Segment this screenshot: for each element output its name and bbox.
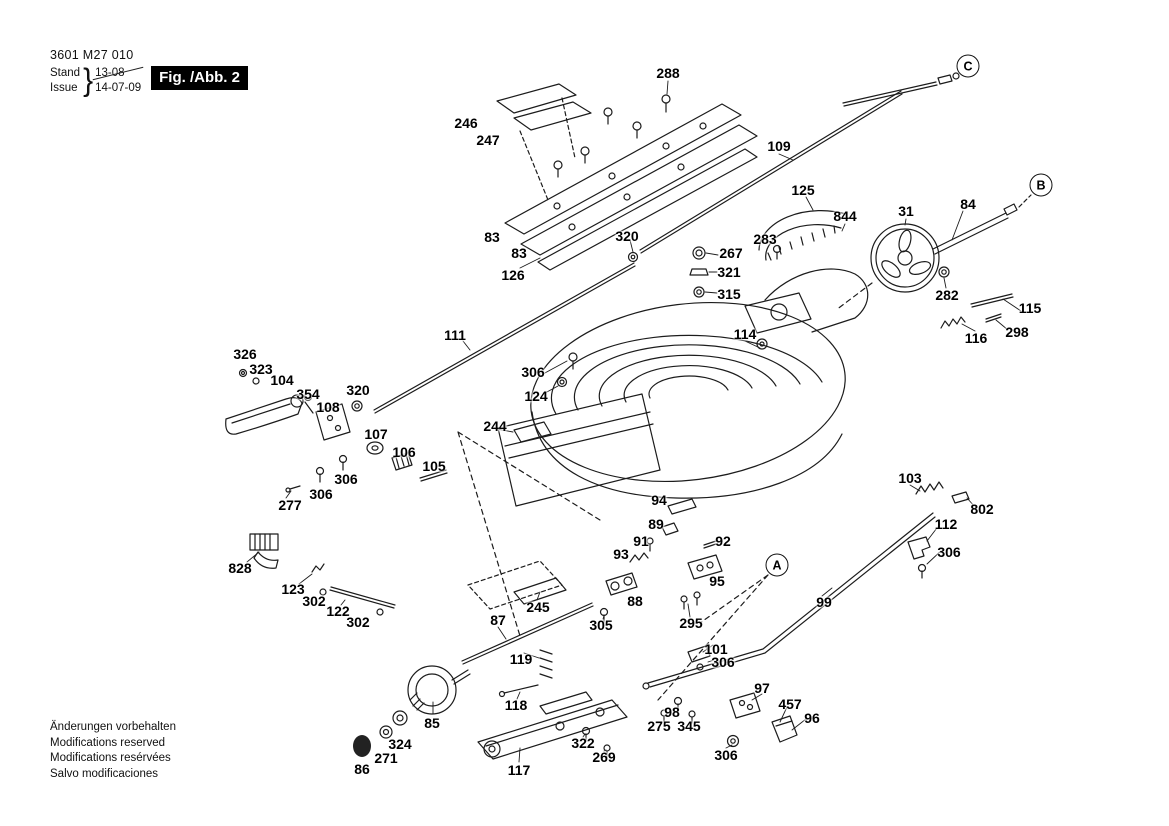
note-es: Salvo modificaciones xyxy=(50,767,159,780)
figure-label: Fig. /Abb. 2 xyxy=(151,66,248,90)
issue-value: 14-07-09 xyxy=(95,82,142,94)
issue-label: Issue xyxy=(50,82,78,94)
part-number: 3601 M27 010 xyxy=(50,48,134,62)
title-block: 3601 M27 010 Stand Issue } 13-08 14-07-0… xyxy=(50,48,248,96)
stand-label: Stand xyxy=(50,67,81,79)
note-fr: Modifications resérvées xyxy=(50,752,171,764)
note-en: Modifications reserved xyxy=(50,736,166,749)
stand-value: 13-08 xyxy=(95,66,141,81)
revision-values: 13-08 14-07-09 xyxy=(95,66,141,96)
note-de: Änderungen vorbehalten xyxy=(50,721,176,733)
brace-glyph: } xyxy=(83,63,94,98)
revision-notes: Änderungen vorbehalten Modifications res… xyxy=(50,720,176,782)
revision-labels: Stand Issue xyxy=(50,66,80,96)
